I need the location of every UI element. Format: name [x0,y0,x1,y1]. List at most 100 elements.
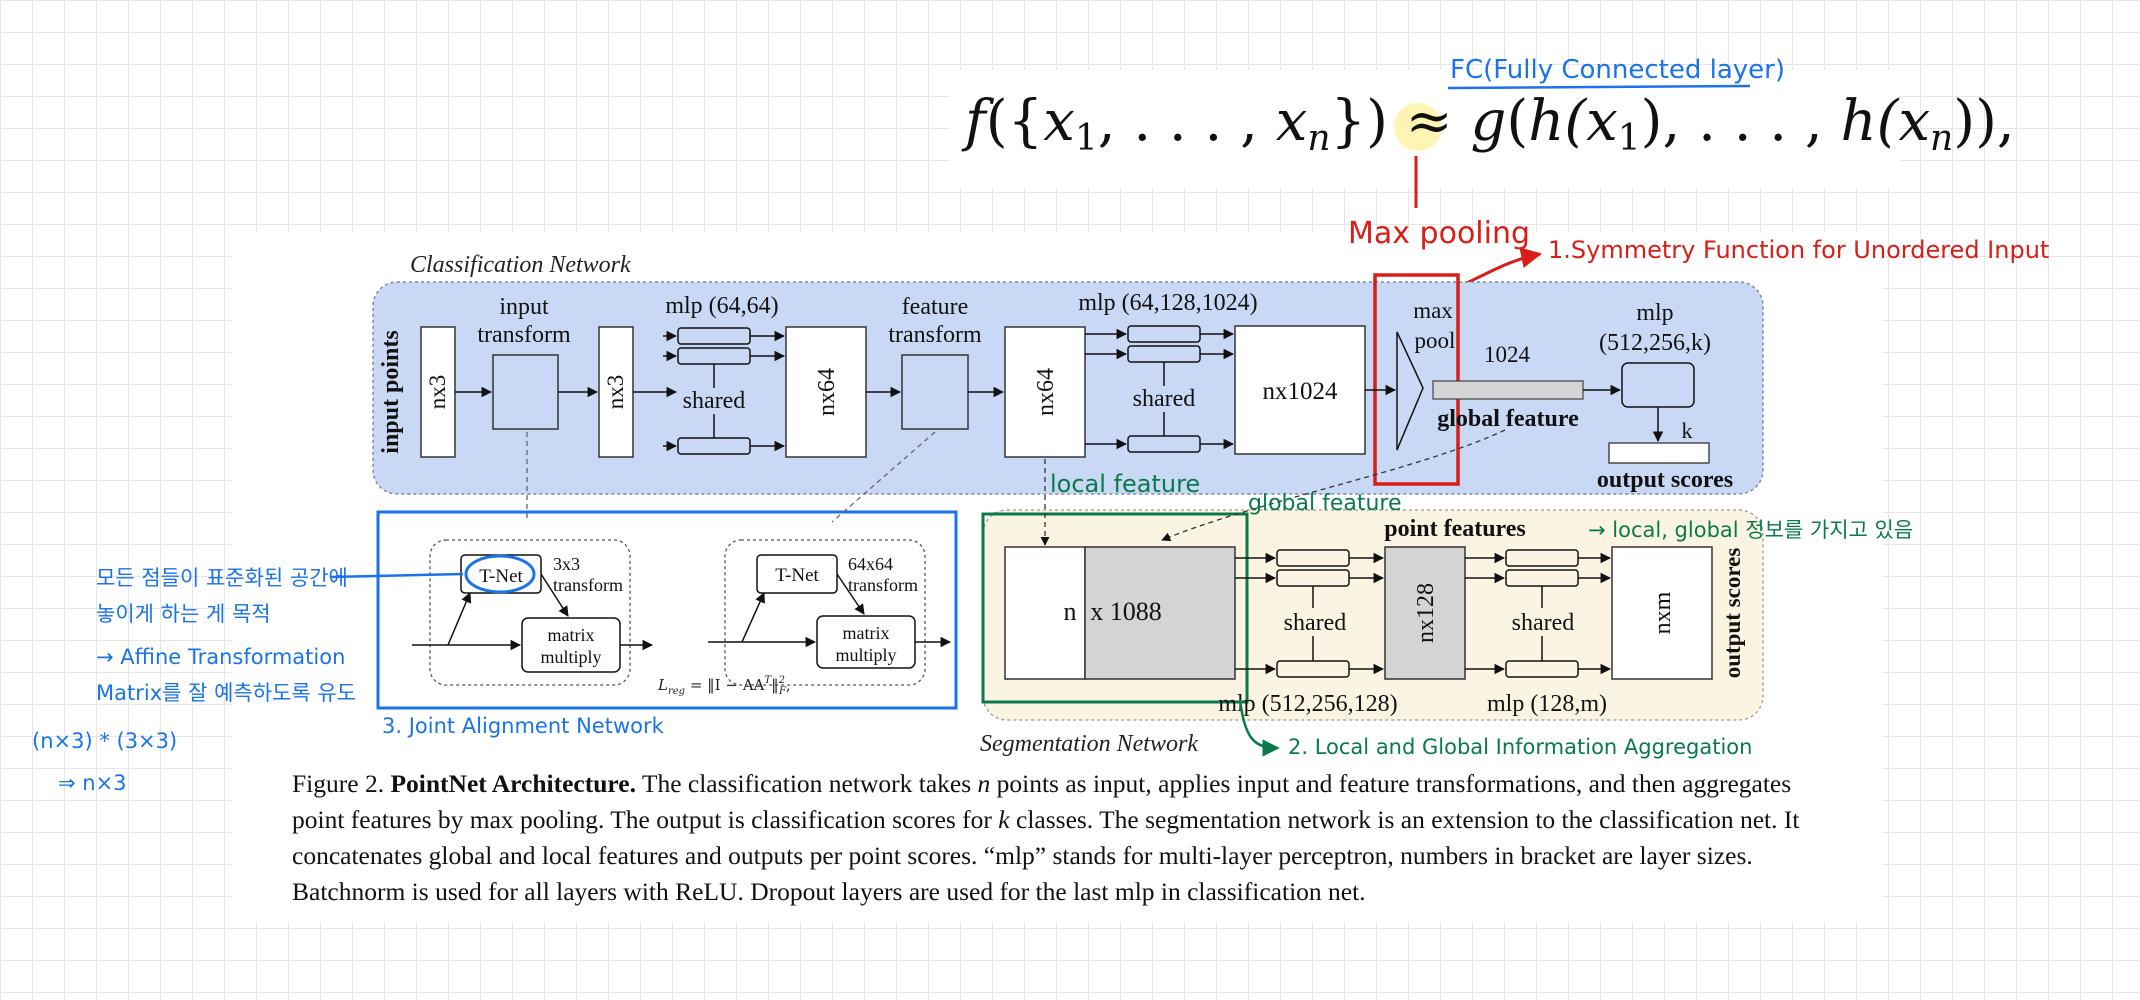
korean-note-line3: → Affine Transformation [96,645,345,669]
formula-set-open: ({ [986,89,1043,154]
shared2-label: shared [1133,386,1196,412]
seg-mlp2-unit-mid [1505,569,1579,587]
caption-title: PointNet Architecture. [390,769,636,798]
shared1-label: shared [683,388,746,414]
matrix-dims-line2: ⇒ n×3 [58,771,127,795]
k-label: k [1682,418,1693,443]
tnet2-dashed-container [724,539,926,686]
reg-eq: = ‖I − AA [685,676,764,694]
formula: f({x1, . . . , xn}) ≈ g(h(x1), . . . , h… [961,89,2015,159]
formula-tail: )), [1953,89,2015,154]
mlp3-block [1621,362,1695,408]
maxpool-highlight-box [1373,273,1460,486]
feature-transform-label-2: transform [888,322,982,348]
nxm-block [1611,546,1713,680]
output-scores-bar [1608,442,1710,464]
korean-note-pointer [329,572,464,579]
reg-norm-sup: 2 [778,675,785,686]
formula-text: f({x1, . . . , xn}) ≈ g(h(x1), . . . , h… [961,89,2015,159]
joint-alignment-box [376,510,958,710]
input-transform-label-1: input [499,294,549,320]
tnet1-highlight [464,554,536,594]
matmul2-label-b: multiply [835,645,896,665]
nx64-label-a: nx64 [814,368,840,416]
nx64-label-b: nx64 [1033,368,1059,416]
korean-note-line4: Matrix를 잘 예측하도록 유도 [96,681,356,705]
reg-sup: T [764,675,772,686]
formula-dots: , . . . , [1098,89,1276,154]
seg-1088-label: x 1088 [1090,597,1162,626]
fc-annotation: FC(Fully Connected layer) [1450,55,1785,85]
nx3-block-a [420,326,456,458]
pool-label: pool [1415,328,1456,353]
formula-set-close: }) ≈ [1331,89,1471,154]
mlp3-label-a: mlp [1636,300,1673,326]
seg-shared2-label: shared [1512,610,1575,636]
nx64-block-b [1004,326,1086,458]
g-highlight [1394,103,1442,151]
nx1024-block [1234,325,1366,455]
reg-comma: , [786,676,791,694]
tnet2-transform-label-2: transform [848,575,918,595]
dim1024-label: 1024 [1484,342,1531,367]
seg-mlp2-unit-bottom [1505,660,1579,678]
korean-note-line1: 모든 점들이 표준화된 공간에 [96,566,348,590]
tnet1-transform-label-1: 3x3 [553,554,580,574]
matmul2-label-a: matrix [843,623,890,643]
formula-xn: x [1276,89,1308,154]
aggregation-annotation: 2. Local and Global Information Aggregat… [1288,735,1752,759]
seg-n-label: n [1064,597,1077,626]
mlp2-label: mlp (64,128,1024) [1078,290,1257,316]
formula-sub1: 1 [1075,118,1098,159]
mlp2-unit-top [1127,325,1201,343]
tnet2-label: T-Net [775,565,819,586]
fc-underline [1447,84,1751,90]
seg-shared1-label: shared [1284,610,1347,636]
matrix-dims-line1: (n×3) * (3×3) [32,729,177,753]
mlp2-unit-bottom [1127,435,1201,453]
point-features-annotation: → local, global 정보를 가지고 있음 [1588,518,1913,542]
caption-text-3: classes. The segmentation network is an … [292,805,1800,906]
classification-output-scores-label: output scores [1597,467,1733,493]
input-transform-label-2: transform [477,322,571,348]
tnet2-dashed-link [831,431,936,523]
mlp1-unit-top [677,327,751,345]
mlp3-label-b: (512,256,k) [1599,330,1711,356]
tnet1-label: T-Net [479,566,523,587]
reg-norm-sub: F [778,686,787,697]
formula-x1: x [1043,89,1075,154]
maxpool-shape [1396,331,1424,451]
segmentation-title: Segmentation Network [980,731,1198,757]
global-feature-label: global feature [1437,406,1579,432]
classification-arrows [455,328,1664,452]
caption-text-1: The classification network takes [635,769,978,798]
caption-n: n [977,769,991,798]
seg-output-scores-label: output scores [1720,548,1745,679]
feature-transform-block [901,354,969,430]
point-features-label: point features [1384,516,1526,542]
seg-mlp1-unit-top [1276,549,1350,567]
formula-hn: h [1841,89,1877,154]
local-feature-annotation: local feature [1050,470,1200,498]
seg-mlp1-unit-mid [1276,569,1350,587]
matmul1-label-b: multiply [540,647,601,667]
max-pooling-annotation: Max pooling [1348,216,1530,251]
tnet1-dashed-container [429,539,631,686]
formula-hn-sub: n [1930,118,1953,159]
mlp1-unit-mid [677,347,751,365]
matmul1-label-a: matrix [548,625,595,645]
input-points-label: input points [378,330,404,453]
aggregation-highlight-box [981,512,1249,704]
feature-transform-label-1: feature [902,294,969,320]
formula-h1: h [1528,89,1564,154]
formula-hn-arg: (x [1877,89,1930,154]
caption-prefix: Figure 2. [292,769,391,798]
nxm-label: nxm [1650,591,1676,634]
caption-k: k [998,805,1010,834]
reg-tail: ‖ [771,676,779,694]
mlp2-unit-mid [1127,345,1201,363]
figure-caption: Figure 2. PointNet Architecture. The cla… [292,766,1842,910]
tnet2-transform-label-1: 64x64 [848,554,893,574]
